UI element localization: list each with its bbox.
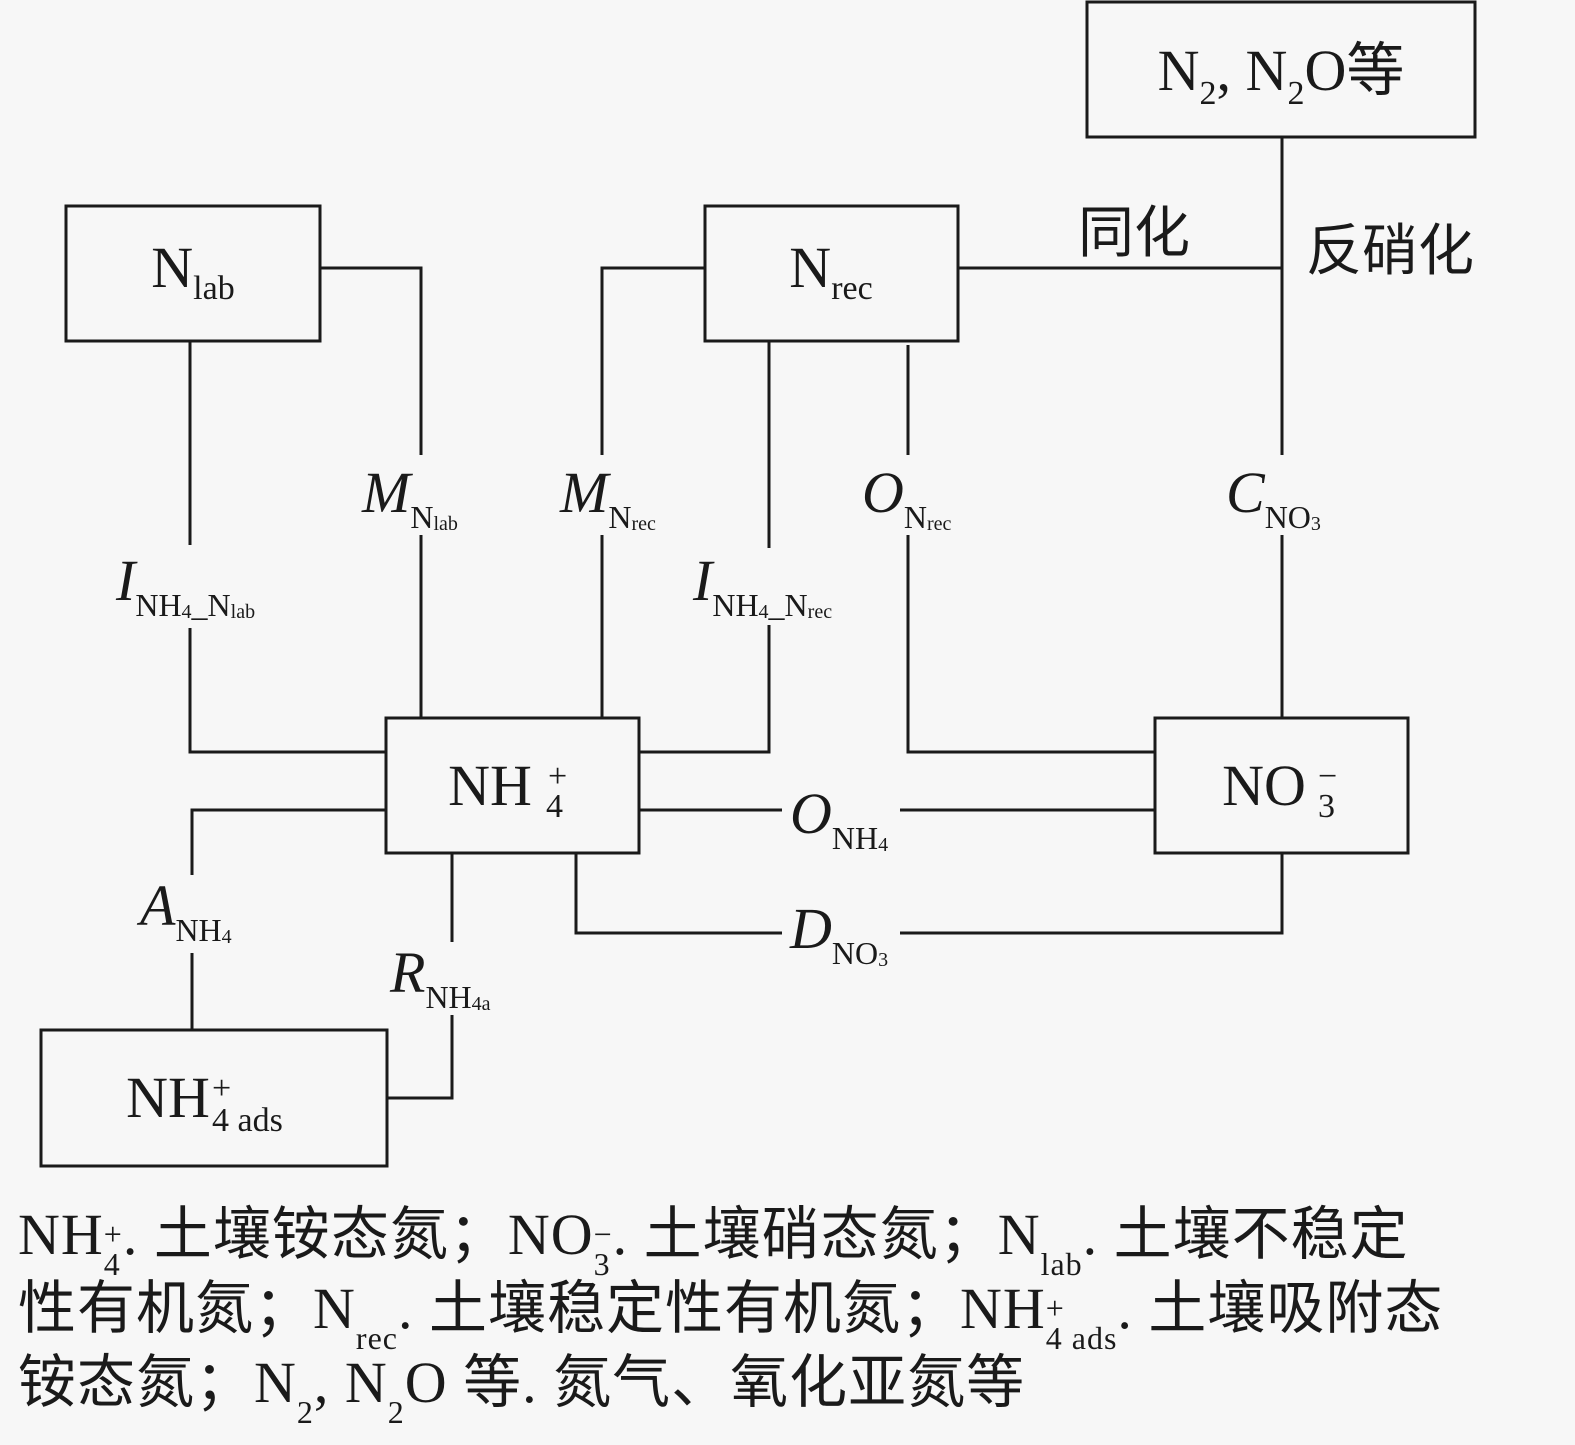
node-nh4-ads-label: NH (126, 1065, 210, 1130)
label-i-nh4-nrec: INH4_Nrec (692, 548, 832, 623)
caption-segment: . 土壤不稳定 (1082, 1202, 1409, 1267)
caption-line-2: 性有机氮；N rec. 土壤稳定性有机氮；NH+4 ads. 土壤吸附态 (18, 1272, 1558, 1354)
label-a-nh4: ANH4 (136, 873, 232, 948)
caption-segment: 铵态氮； (18, 1350, 255, 1415)
caption-script: −3 (593, 1215, 613, 1282)
caption-segment: N (254, 1350, 297, 1415)
label-m-nrec: MNrec (559, 460, 656, 535)
caption-segment: N (997, 1202, 1041, 1267)
label-denitrification: 反硝化 (1306, 219, 1474, 284)
node-nh4-sub: 4 (546, 788, 563, 825)
node-nrec-label: Nrec (789, 235, 872, 307)
label-o-nh4: ONH4 (790, 781, 888, 856)
label-o-nrec: ONrec (862, 460, 952, 535)
caption-script: 2 (387, 1393, 405, 1430)
line-r-nh4a-lower (387, 1015, 454, 1100)
caption-script: rec (355, 1319, 398, 1356)
node-nh4-ads-sub: 4 ads (212, 1102, 283, 1139)
connectors (188, 137, 1284, 1100)
caption-segment: N (313, 1276, 356, 1341)
label-r-nh4a: RNH4a (389, 940, 491, 1015)
caption-segment: N (344, 1350, 388, 1415)
node-no3-sub: 3 (1318, 788, 1335, 825)
line-d-no3-right (900, 853, 1284, 935)
line-m-nlab (320, 266, 423, 455)
caption-segment: . 土壤稳定性有机氮； (397, 1276, 960, 1341)
node-nh4-ads: NH + 4 ads (39, 1028, 389, 1168)
node-no3-label: NO (1222, 753, 1306, 818)
caption-segment: . 土壤吸附态 (1117, 1276, 1444, 1341)
caption-script: +4 (103, 1215, 123, 1282)
node-nh4-ads-sup: + (212, 1070, 231, 1107)
line-o-nrec-lower (906, 535, 1155, 754)
caption-segment: , (313, 1350, 345, 1415)
caption-segment: 性有机氮； (18, 1276, 314, 1341)
caption-script: 2 (296, 1393, 314, 1430)
caption-segment: . 土壤铵态氮； (122, 1202, 508, 1267)
caption-segment: NH (18, 1202, 104, 1267)
node-nh4-label: NH (448, 753, 532, 818)
node-nlab-label: Nlab (151, 235, 234, 307)
label-m-nlab: MNlab (361, 460, 458, 535)
node-nrec: Nrec (703, 204, 960, 343)
line-i-nh4-nlab-lower (188, 628, 386, 754)
line-m-nrec (600, 266, 705, 455)
caption-script: +4 ads (1045, 1289, 1118, 1356)
caption-segment: O 等. 氮气、氧化亚氮等 (404, 1350, 1026, 1415)
caption-line-1: NH+4. 土壤铵态氮；NO−3. 土壤硝态氮；N lab. 土壤不稳定 (18, 1198, 1558, 1280)
node-n2-n2o: N2, N2O等 (1085, 0, 1477, 139)
figure-caption: NH+4. 土壤铵态氮；NO−3. 土壤硝态氮；N lab. 土壤不稳定 性有机… (18, 1198, 1558, 1428)
node-nh4-sup: + (548, 758, 567, 795)
line-a-nh4 (190, 808, 386, 875)
node-nlab: Nlab (64, 204, 322, 343)
caption-segment: NH (959, 1276, 1046, 1341)
caption-segment: . 土壤硝态氮； (612, 1202, 998, 1267)
label-c-no3: CNO3 (1226, 460, 1321, 535)
node-n2-label: N2, N2O等 (1158, 38, 1405, 112)
label-i-nh4-nlab: INH4_Nlab (115, 548, 255, 623)
nitrogen-cycle-diagram: N2, N2O等 Nlab Nrec NH + 4 NO − 3 NH + 4 … (39, 0, 1477, 1168)
caption-segment: NO (507, 1202, 594, 1267)
node-no3-sup: − (1318, 758, 1337, 795)
label-assimilation: 同化 (1078, 201, 1190, 266)
line-d-no3 (574, 853, 782, 935)
node-no3: NO − 3 (1153, 716, 1410, 855)
line-i-nh4-nrec-lower (639, 625, 771, 754)
node-nh4: NH + 4 (384, 716, 641, 855)
label-d-no3: DNO3 (789, 896, 888, 971)
caption-script: lab (1040, 1245, 1083, 1282)
